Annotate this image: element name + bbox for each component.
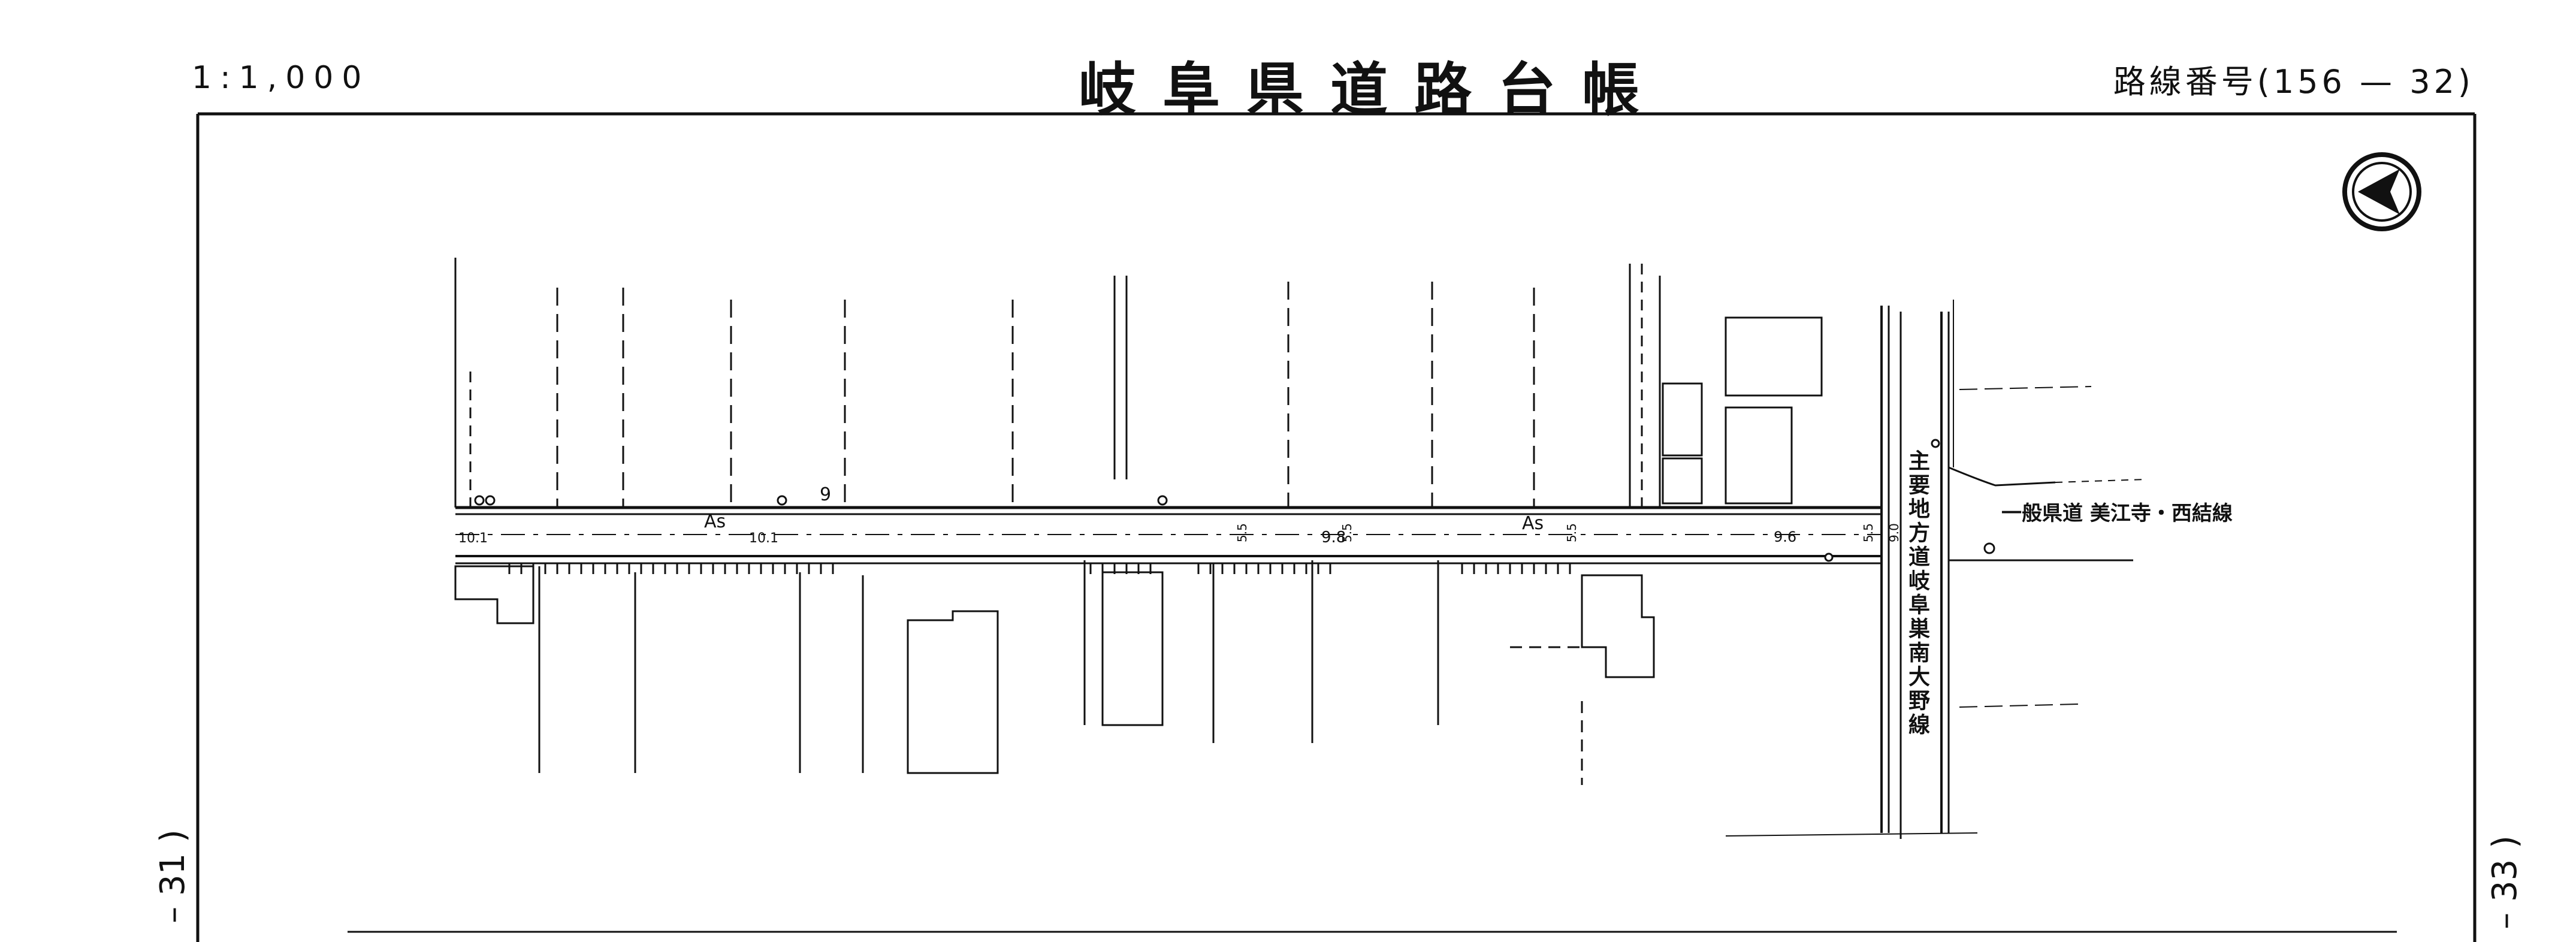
dimension-labels: As As 10.1 10.1 9.8 9.6 9: [458, 484, 1796, 547]
offset-label: 5.5: [1861, 523, 1876, 542]
width-label: 9.8: [1321, 529, 1346, 547]
width-label: 10.1: [458, 531, 488, 546]
main-road: [455, 506, 1882, 564]
route-number: 路線番号(156 — 32): [2113, 63, 2474, 101]
width-label: 10.1: [749, 531, 778, 546]
buildings-north: [1662, 316, 1823, 505]
curb-ticks: [508, 563, 1571, 574]
surface-label: As: [704, 511, 726, 532]
buildings-south: [454, 560, 1655, 785]
offset-label: 5.5: [1565, 523, 1579, 542]
page-title: 岐阜県道路台帳: [1079, 56, 1666, 123]
map-frame: [196, 112, 2477, 942]
property-lines: [454, 258, 1661, 508]
utility-markers: [474, 439, 1995, 562]
offset-label: 9.0: [1887, 523, 1901, 542]
map-scale: 1:1,000: [192, 60, 370, 96]
cross-road: [1725, 306, 2146, 839]
north-arrow-icon: [2342, 152, 2421, 231]
width-label: 9.6: [1774, 529, 1796, 545]
offset-label: 5.5: [1340, 523, 1354, 542]
surface-label: As: [1522, 513, 1544, 534]
width-label: 9: [820, 484, 831, 505]
main-local-road-name: 主要地方道岐阜巣南大野線: [1905, 449, 1930, 737]
offset-labels: 5.5 5.5 5.5 5.5 9.0: [1235, 523, 1901, 542]
offset-label: 5.5: [1235, 523, 1249, 542]
prefectural-road-name: 一般県道 美江寺・西結線: [2001, 502, 2233, 526]
east-property-lines: [1953, 300, 2092, 708]
